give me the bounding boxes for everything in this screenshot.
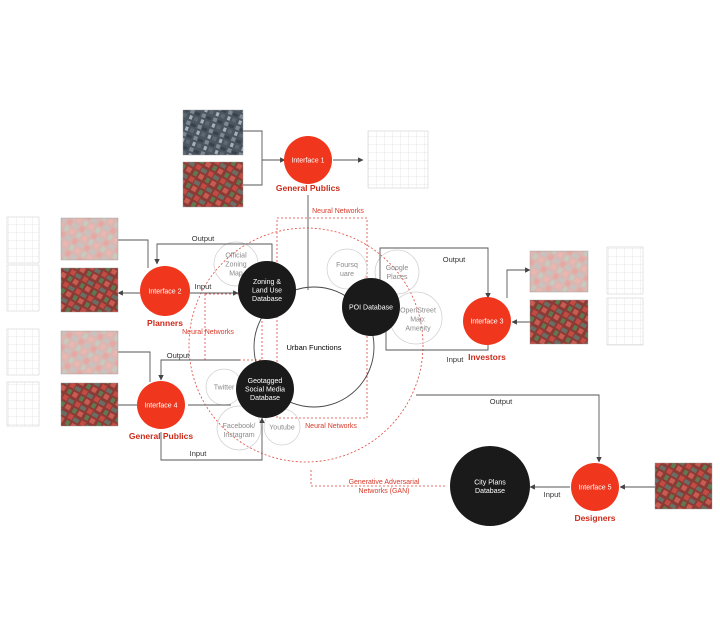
input-label-planners: Input [195,282,213,291]
planners-table-2-grid [7,265,39,311]
designers-image [654,462,713,510]
official-zoning-label: Map [229,271,243,278]
gan-connector [310,470,445,487]
zoning-database-label: Database [252,296,282,303]
role-label-i4: General Publics [129,431,194,441]
social-media-database-label: Geotagged [248,378,283,385]
interface-3-node [463,297,511,345]
interface-5-node [571,463,619,511]
role-label-i1: General Publics [276,183,341,193]
social-media-database-label: Database [250,395,280,402]
poi-database-node [342,278,400,336]
role-label-i5: Designers [574,513,615,523]
urban-functions-circle [253,286,375,408]
interface-1-label: Interface 1 [291,158,324,165]
publics-red-image [60,382,119,427]
zoning-database-node [238,261,296,319]
city-plans-database-node [450,446,530,526]
aerial-red-image-1 [182,161,244,208]
investors-table-1-grid [607,247,643,294]
social-media-database-label: Social Media [245,387,285,394]
foursquare-circle [326,248,368,290]
neural-networks-label-right: Neural Networks [305,423,357,430]
publics-output-line [158,359,240,381]
official-zoning-label: Zoning [225,262,247,269]
interface-4-label: Interface 4 [144,403,177,410]
official-zoning-label: Official [225,253,247,260]
investors-output-line [379,247,491,299]
aerial-gray-image [182,109,244,156]
publics-input-line [160,417,265,461]
social-media-database-node [236,360,294,418]
foursquare-label: Foursq [336,262,358,269]
facebook-label: Instagram [223,432,254,439]
role-label-i3: Investors [468,352,506,362]
facebook-circle [216,405,262,451]
investors-table-2-grid [607,298,643,345]
city-plans-database-label: Database [475,488,505,495]
input-label-investors: Input [447,355,465,364]
city-plans-database-label: City Plans [474,479,506,486]
zoning-database-label: Zoning & [253,279,281,286]
gan-label: Generative Adversarial [349,479,420,486]
osm-label: Amenity [405,326,431,333]
interface-2-node [140,266,190,316]
neural-network-outer-ring [188,227,424,463]
publics-table-2-grid [7,382,39,426]
output-label-investors: Output [443,255,466,264]
input-label-publics: Input [190,449,208,458]
publics-faded-image [60,330,119,375]
interface-5-label: Interface 5 [578,485,611,492]
osm-label: Map: [410,317,426,324]
designers-output-line [416,394,602,463]
twitter-label: Twitter [214,385,235,392]
foursquare-label: uare [340,271,354,278]
investors-input-line [383,317,489,351]
google-places-circle [374,249,420,295]
gan-label: Networks (GAN) [359,488,410,495]
neural-networks-label-top: Neural Networks [312,208,364,215]
investors-red-image [529,299,589,345]
google-places-label: Places [386,274,408,281]
poi-database-label: POI Database [349,305,393,312]
osm-label: OpenStreet [400,308,436,315]
interface1-output-table-grid [368,131,428,188]
investors-faded-image [529,250,589,293]
planners-top-image-line [118,239,149,268]
publics-top-image-line [118,351,151,382]
interface-3-label: Interface 3 [470,319,503,326]
input-label-designers: Input [544,490,562,499]
urban-functions-label: Urban Functions [286,343,341,352]
interface1-input-bracket [243,130,263,186]
google-places-label: Google [386,265,409,272]
output-label-publics: Output [167,351,190,360]
youtube-label: Youtube [269,425,295,432]
interface-4-node [137,381,185,429]
planners-faded-image [60,217,119,261]
planners-table-1-grid [7,217,39,263]
role-label-i2: Planners [147,318,183,328]
interface-1-node [284,136,332,184]
output-label-designers: Output [490,397,513,406]
neural-networks-label-left: Neural Networks [182,329,234,336]
planners-red-image [60,267,119,313]
investors-top-image-line [506,267,531,298]
zoning-database-label: Land Use [252,288,282,295]
interface-2-label: Interface 2 [148,289,181,296]
output-label-planners: Output [192,234,215,243]
publics-table-1-grid [7,329,39,375]
facebook-label: Facebook/ [223,423,256,430]
